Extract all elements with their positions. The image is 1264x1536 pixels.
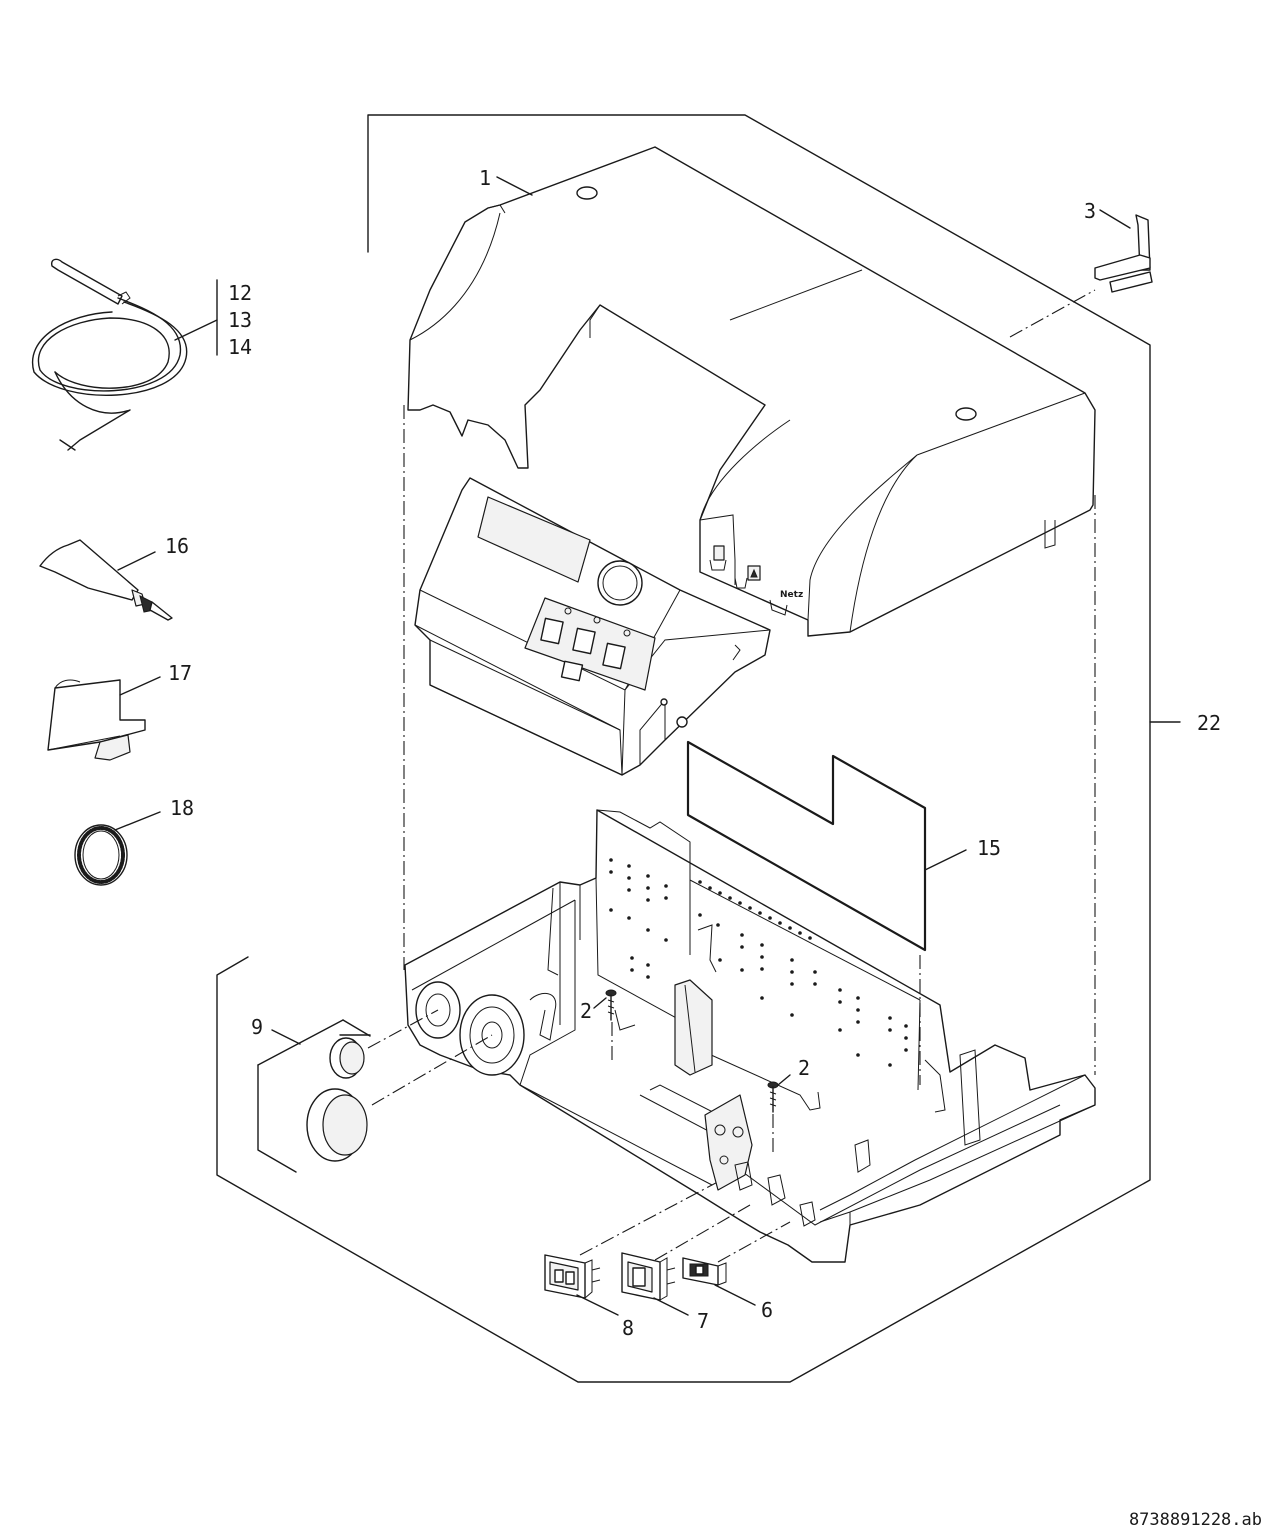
- part-18-grommet: [74, 811, 161, 886]
- assembly-lines: [367, 289, 1096, 1263]
- part-8-switch: [544, 1254, 601, 1299]
- assembly-bracket-22: [216, 114, 1181, 1383]
- callout-8: 8: [622, 1316, 634, 1340]
- callout-7: 7: [697, 1309, 709, 1333]
- part-1-top-cover: Netz: [407, 146, 1096, 637]
- leader-lines: [271, 176, 1131, 1316]
- callout-2a: 2: [580, 999, 592, 1023]
- part-16-tube: [39, 539, 173, 621]
- callout-17: 17: [168, 661, 192, 685]
- callout-13: 13: [228, 308, 252, 332]
- callout-15: 15: [977, 836, 1001, 860]
- part-3-bracket: [1094, 214, 1153, 293]
- base-housing: [404, 809, 1096, 1263]
- callouts: 1 3 12 13 14 16 17 22 18 15 2 9 2 6 7 8: [165, 166, 1221, 1340]
- callout-6: 6: [761, 1298, 773, 1322]
- document-id: 8738891228.ab: [1129, 1510, 1262, 1530]
- part-2-screw-b: [767, 1081, 779, 1113]
- part-6-switch: [682, 1257, 727, 1286]
- callout-2b: 2: [798, 1056, 810, 1080]
- wall-holes: [609, 858, 908, 1067]
- part-7-switch: [621, 1252, 676, 1301]
- callout-1: 1: [479, 166, 491, 190]
- callout-18: 18: [170, 796, 194, 820]
- part-2-screw-a: [605, 989, 617, 1021]
- callout-16: 16: [165, 534, 189, 558]
- part-17-clip: [47, 676, 161, 761]
- callout-14: 14: [228, 335, 252, 359]
- part-12-14-sensor-cable: [31, 258, 218, 451]
- control-module: [414, 477, 771, 776]
- callout-9: 9: [251, 1015, 263, 1039]
- part-9-caps: [257, 1019, 371, 1173]
- callout-22: 22: [1197, 711, 1221, 735]
- part-15-sheet: [686, 740, 927, 952]
- netz-label: Netz: [780, 590, 803, 600]
- callout-3: 3: [1084, 199, 1096, 223]
- callout-12: 12: [228, 281, 252, 305]
